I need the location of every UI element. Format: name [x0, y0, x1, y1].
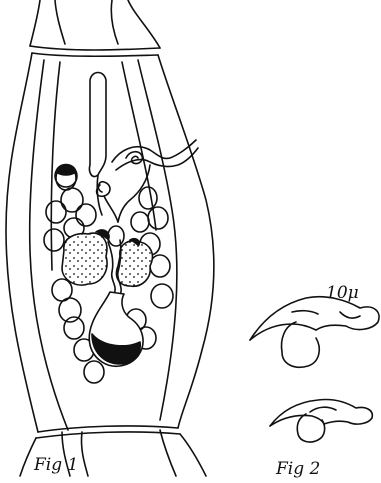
fig1-central-duct	[108, 240, 121, 296]
fig2-hook-lower	[270, 399, 372, 442]
fig1-caption: Fig 1	[33, 455, 78, 475]
fig1-bulb	[89, 292, 143, 366]
fig1-anterior-segment	[30, 0, 160, 56]
fig2-caption: Fig 2	[275, 459, 320, 479]
fig2-hook-upper	[250, 297, 379, 368]
fig1-dark-cell	[55, 165, 77, 188]
fig1-gland-right	[117, 239, 153, 287]
fig2-drawing	[250, 297, 379, 442]
fig1-drawing	[6, 0, 214, 476]
scale-label: 10μ	[326, 283, 359, 303]
fig1-gland-left	[62, 230, 109, 285]
